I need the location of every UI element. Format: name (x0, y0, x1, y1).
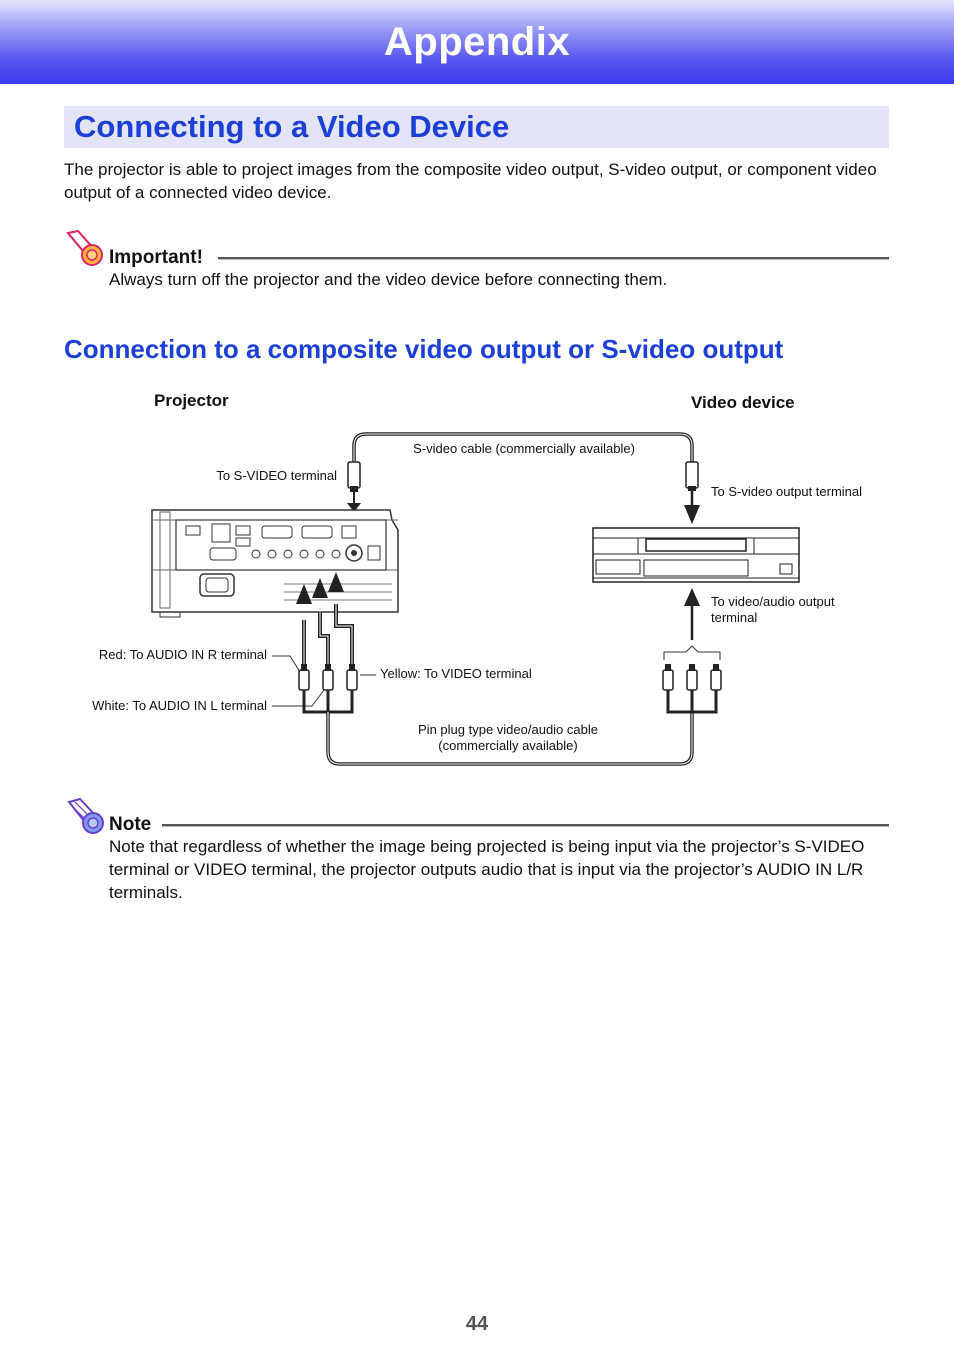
pin-cable-label-2: (commercially available) (438, 738, 577, 753)
note-text: Note that regardless of whether the imag… (109, 837, 865, 902)
important-text: Always turn off the projector and the vi… (109, 270, 668, 289)
video-device-illustration (592, 527, 800, 583)
to-video-audio-output-label-1: To video/audio output (711, 594, 835, 609)
connection-diagram: Projector Video device S-video cable (co… (92, 391, 862, 766)
video-audio-arrow (684, 588, 700, 640)
red-audio-r-label: Red: To AUDIO IN R terminal (99, 647, 267, 662)
rca-plugs-projector (298, 664, 358, 691)
white-leader-line (272, 689, 325, 707)
subsection-title: Connection to a composite video output o… (64, 334, 784, 364)
intro-paragraph: The projector is able to project images … (64, 160, 877, 202)
section-heading-box: Connecting to a Video Device (64, 106, 889, 148)
svideo-cable-label: S-video cable (commercially available) (413, 441, 635, 456)
video-device-label: Video device (691, 393, 795, 412)
note-rule (162, 824, 889, 827)
red-leader-line (272, 655, 301, 673)
page-title: Appendix (383, 20, 571, 64)
rca-plugs-video-device (662, 664, 722, 691)
to-video-audio-output-label-2: terminal (711, 610, 757, 625)
composite-cable-loop (302, 690, 718, 766)
composite-cables-projector (296, 572, 354, 666)
section-title: Connecting to a Video Device (74, 109, 510, 144)
important-icon (66, 229, 103, 266)
svideo-plug-left (347, 461, 361, 512)
projector-illustration (151, 509, 399, 618)
to-svideo-terminal-label: To S-VIDEO terminal (216, 468, 337, 483)
white-audio-l-label: White: To AUDIO IN L terminal (92, 698, 267, 713)
projector-label: Projector (154, 391, 229, 410)
header-banner: Appendix (0, 0, 954, 84)
pin-cable-label-1: Pin plug type video/audio cable (418, 722, 598, 737)
to-svideo-output-label: To S-video output terminal (711, 484, 862, 499)
plug-bracket (663, 645, 721, 660)
page-number: 44 (465, 1313, 489, 1335)
yellow-video-label: Yellow: To VIDEO terminal (380, 666, 532, 681)
important-label: Important! (109, 247, 203, 268)
note-icon (67, 797, 104, 834)
note-label: Note (109, 814, 152, 835)
important-rule (218, 257, 889, 260)
svideo-plug-right (684, 461, 700, 524)
